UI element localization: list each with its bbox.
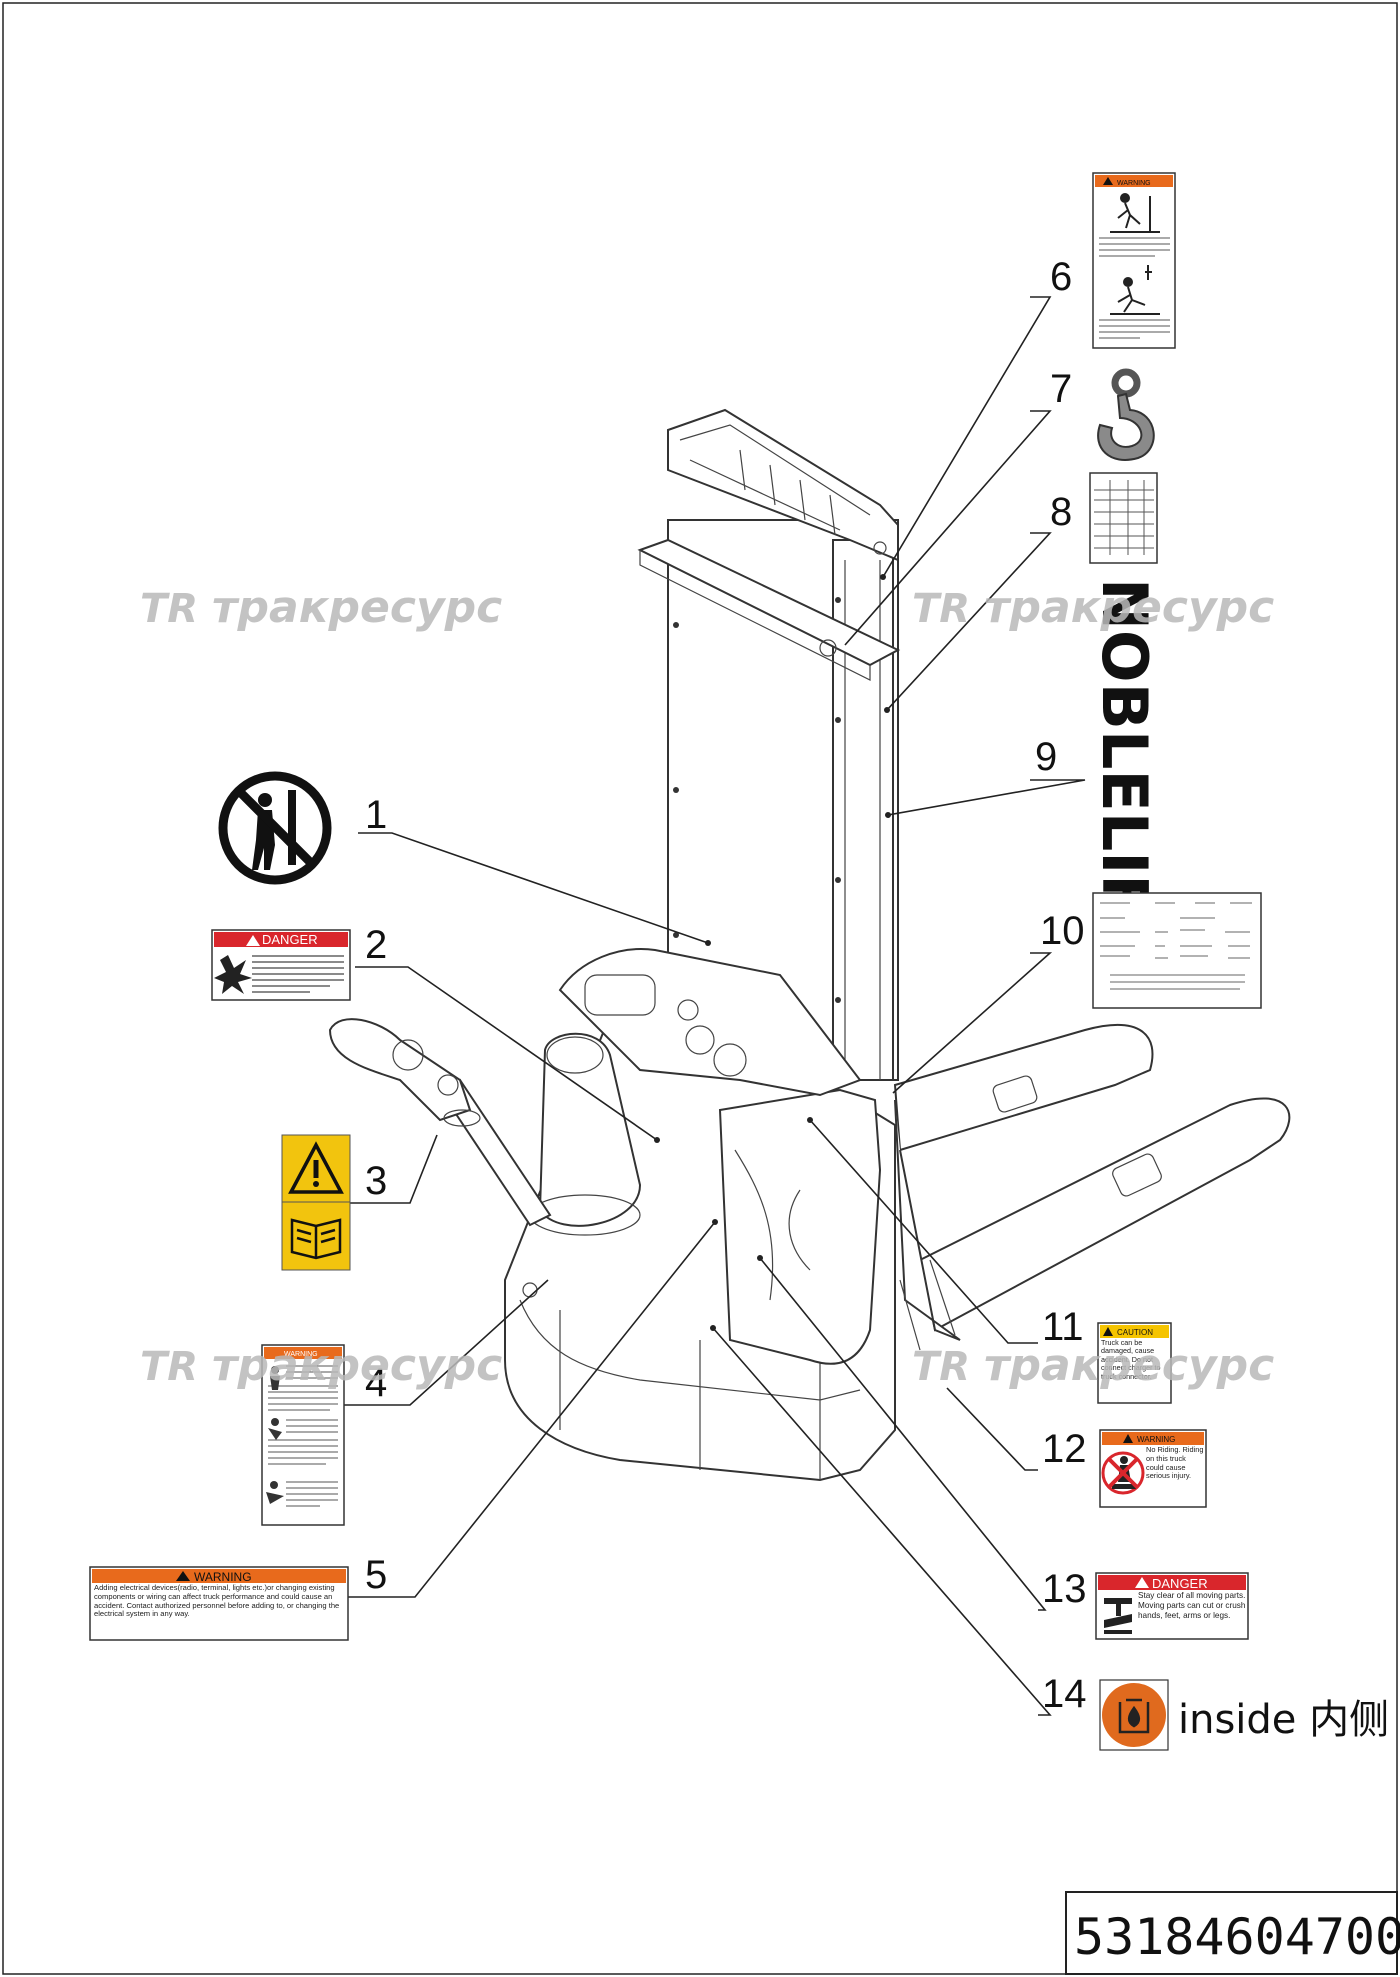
label-2-text-lines [252, 955, 344, 993]
label-7-hook [1097, 368, 1155, 461]
watermark-top-left: TR тракресурс [140, 582, 502, 633]
label-13-header: DANGER [1152, 1576, 1208, 1591]
label-11-caution: CAUTION Truck can be damaged, cause acci… [1097, 1322, 1172, 1404]
tiller-column [538, 1032, 642, 1227]
callout-14: 14 [1042, 1672, 1087, 1716]
callout-3: 3 [365, 1159, 387, 1203]
label-12-header: WARNING [1137, 1435, 1175, 1444]
watermark-bottom-left: TR тракресурс [140, 1340, 502, 1391]
label-11-header: CAUTION [1117, 1328, 1153, 1337]
label-4-header: WARNING [284, 1351, 318, 1358]
part-number: 531846047002 [1074, 1908, 1400, 1966]
svg-text:тракресурс: тракресурс [984, 1340, 1274, 1391]
svg-text:TR: TR [140, 586, 198, 632]
manual-book-icon [290, 1218, 342, 1260]
label-5-text: Adding electrical devices(radio, termina… [94, 1584, 340, 1619]
watermarks: TR тракресурс TR тракресурс TR тракресур… [140, 582, 1274, 1391]
fork-roller-upper [992, 1075, 1038, 1113]
svg-text:TR: TR [912, 586, 970, 632]
oil-drop-icon [1118, 1698, 1150, 1734]
callout-12: 12 [1042, 1427, 1087, 1471]
fork-lower [918, 1097, 1291, 1332]
svg-text:тракресурс: тракресурс [212, 1340, 502, 1391]
mast-rail [832, 539, 894, 1081]
control-console [558, 948, 862, 1097]
callout-13: 13 [1042, 1567, 1087, 1611]
callout-10: 10 [1040, 909, 1085, 953]
explosion-icon [214, 955, 252, 994]
no-entry-icon [218, 771, 332, 885]
callout-7: 7 [1050, 367, 1072, 411]
callout-2: 2 [365, 923, 387, 967]
svg-text:тракресурс: тракресурс [212, 582, 502, 633]
label-13-danger: DANGER Stay clear of all moving parts. M… [1095, 1572, 1249, 1640]
tiller-handle [328, 1018, 472, 1122]
label-14-oil-inside: inside 内侧 [1099, 1679, 1389, 1751]
callout-4: 4 [365, 1361, 387, 1405]
label-8-load-chart [1089, 472, 1158, 564]
callout-11: 11 [1042, 1305, 1084, 1349]
warning-triangle-icon [288, 1141, 344, 1194]
label-13-text: Stay clear of all moving parts. Moving p… [1138, 1591, 1246, 1620]
label-12-no-riding: WARNING No Riding. Riding on this truck … [1099, 1429, 1207, 1508]
watermark-bottom-right: TR тракресурс [912, 1340, 1274, 1391]
callout-9: 9 [1035, 735, 1057, 779]
label-12-text: No Riding. Riding on this truck could ca… [1146, 1446, 1204, 1481]
label-4-warning: WARNING [261, 1344, 345, 1526]
leader-lines [340, 296, 1086, 1716]
label-1-no-entry [218, 771, 332, 885]
callout-5: 5 [365, 1553, 387, 1597]
crush-hazard-icon [1104, 1598, 1132, 1634]
svg-text:тракресурс: тракресурс [984, 582, 1274, 633]
label-5-header: WARNING [194, 1570, 252, 1584]
svg-text:TR: TR [912, 1344, 970, 1390]
label-14-inside-text: inside 内侧 [1178, 1697, 1389, 1743]
label-11-text: Truck can be damaged, cause accident. Do… [1101, 1339, 1161, 1381]
mast-bolts [673, 597, 841, 1003]
fork-roller-lower [1112, 1153, 1162, 1197]
callout-6: 6 [1050, 255, 1072, 299]
label-5-warning: WARNING Adding electrical devices(radio,… [89, 1566, 349, 1641]
label-2-danger: DANGER [211, 929, 351, 1001]
part-number-box: 531846047002 [1065, 1891, 1400, 1975]
label-3-read-manual [281, 1134, 351, 1271]
key-switch [685, 1025, 715, 1055]
watermark-top-right: TR тракресурс [912, 582, 1274, 633]
callout-1: 1 [365, 793, 387, 837]
callout-numbers: 1 2 3 4 5 6 7 8 9 10 11 12 13 14 [365, 255, 1087, 1716]
fork-frame [894, 1099, 961, 1341]
no-riding-icon [1101, 1451, 1145, 1495]
label-6-warning: WARNING [1092, 172, 1176, 349]
body-cover [718, 1088, 882, 1365]
hook-icon [1097, 368, 1155, 461]
stacker-truck-drawing [328, 408, 1291, 1482]
emergency-stop [713, 1043, 747, 1077]
label-2-header: DANGER [262, 932, 318, 947]
label-10-nameplate [1092, 892, 1262, 1009]
mast-crossbar [637, 538, 901, 667]
label-6-header: WARNING [1117, 180, 1151, 187]
svg-text:TR: TR [140, 1344, 198, 1390]
mast-top [667, 408, 899, 562]
fork-upper [893, 1024, 1154, 1152]
callout-8: 8 [1050, 490, 1072, 534]
